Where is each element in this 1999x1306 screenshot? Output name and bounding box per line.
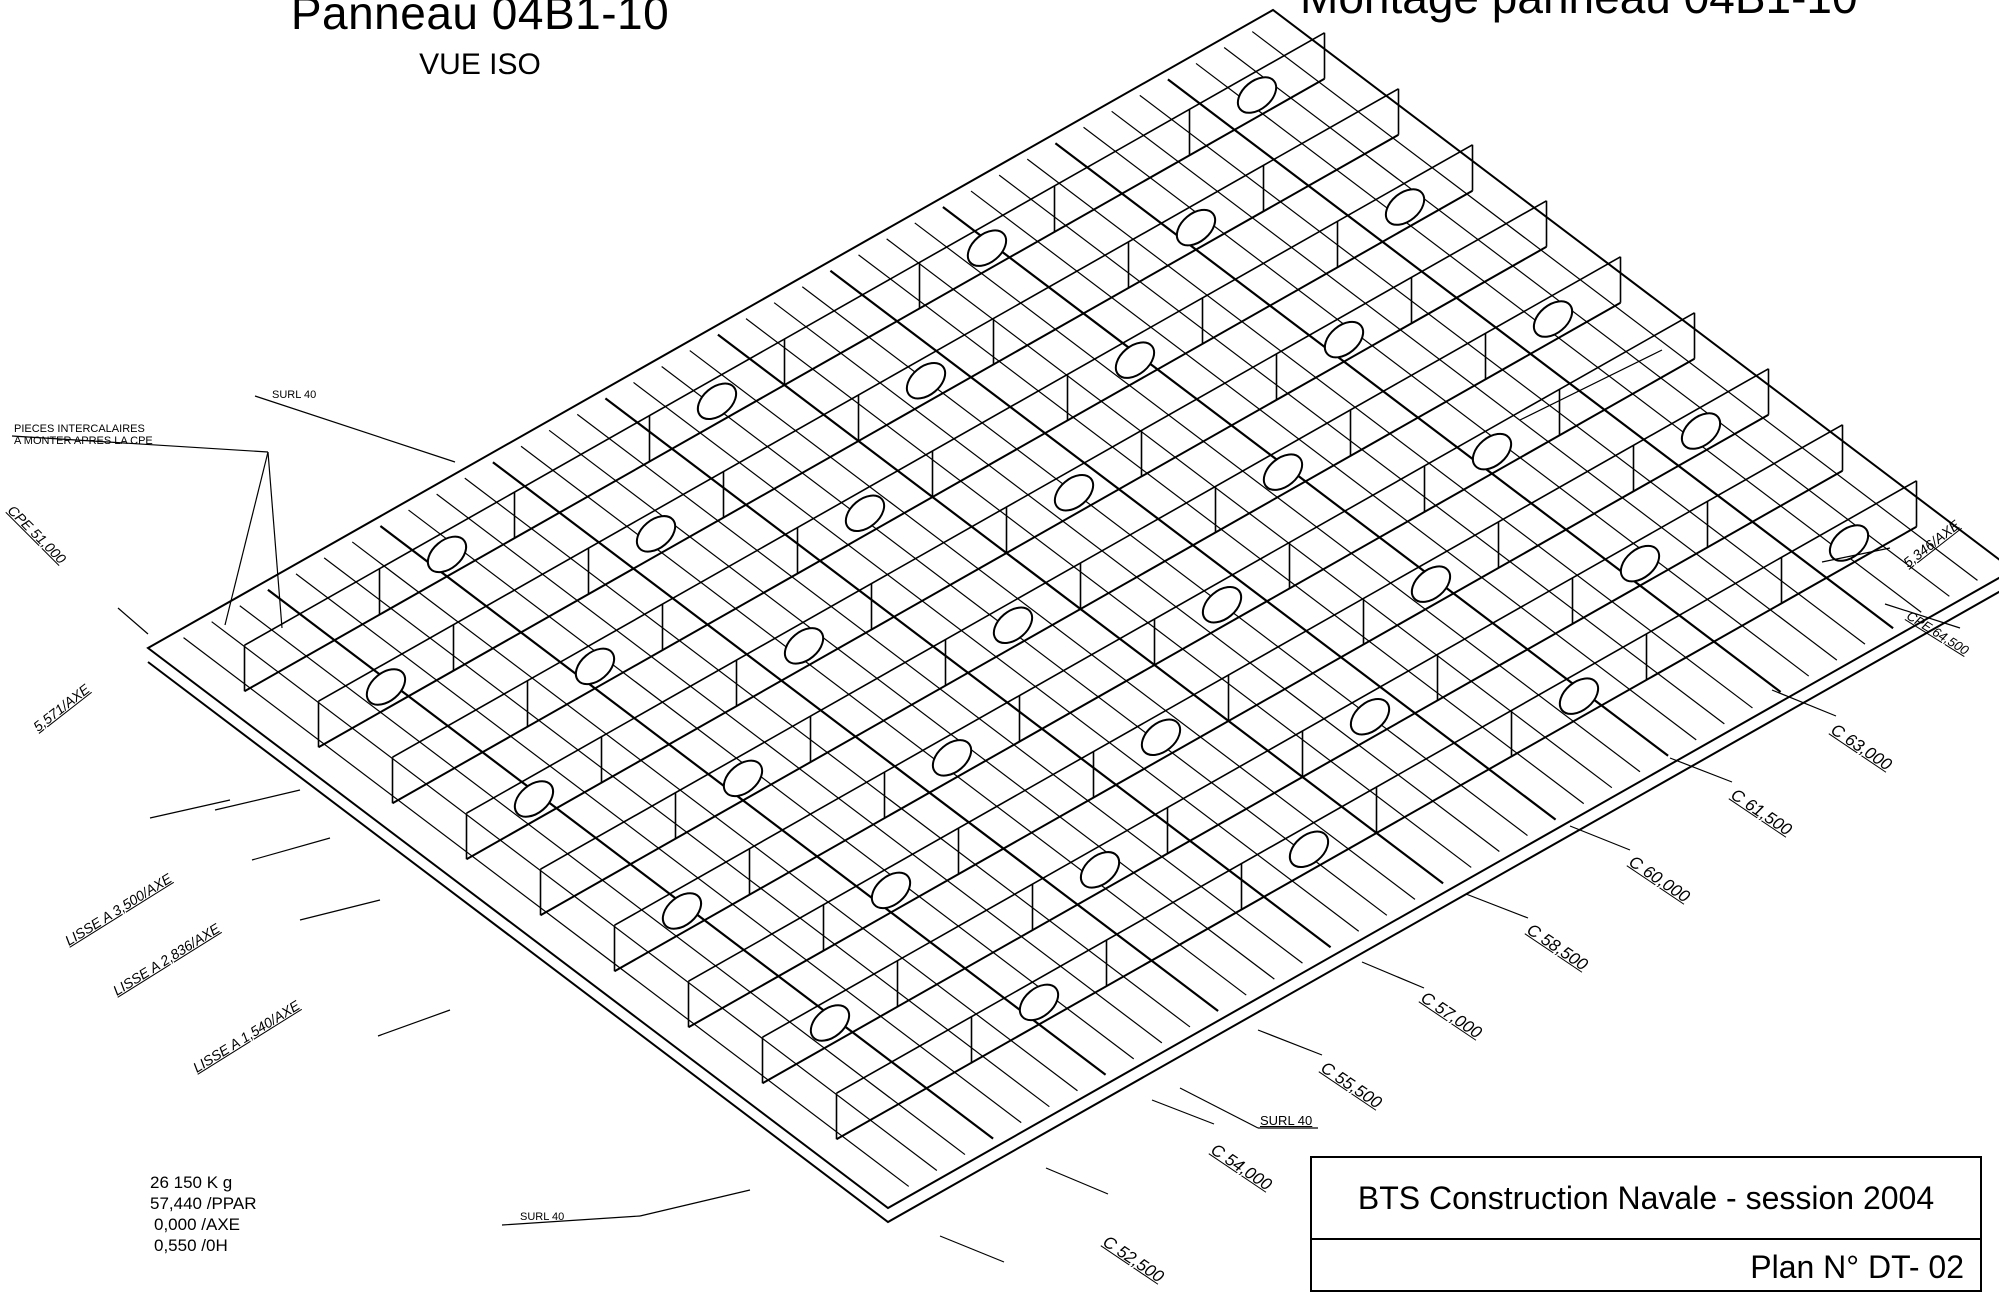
lightening-hole [722, 759, 764, 798]
lightening-hole [1053, 473, 1095, 512]
plate-edge [146, 8, 1999, 1210]
leader-line [1669, 757, 1733, 783]
weight-ppar: 57,440 /PPAR [150, 1194, 257, 1213]
leader-line [1045, 1167, 1109, 1195]
weight-oh: 0,550 /0H [154, 1236, 228, 1255]
lightening-hole [1349, 697, 1391, 736]
lightening-hole [1384, 188, 1426, 226]
leader-line [1884, 603, 1961, 629]
lightening-hole [1828, 524, 1870, 562]
lightening-hole [1410, 565, 1452, 603]
leader-line [1361, 961, 1425, 989]
leader-line [639, 1189, 751, 1217]
lightening-hole [635, 515, 677, 553]
lightening-hole [870, 871, 912, 910]
lightening-hole [844, 494, 886, 533]
leader-line [1465, 893, 1529, 919]
lightening-hole [1262, 453, 1304, 491]
lightening-hole [1323, 320, 1365, 359]
leader-line [377, 1009, 451, 1037]
lightening-hole [426, 535, 468, 574]
deck-plate-outline [146, 8, 1999, 1224]
leader-line [1179, 1087, 1259, 1129]
leader-line [224, 451, 269, 626]
title-block: BTS Construction Navale - session 2004 P… [1310, 1156, 1982, 1292]
lightening-hole [1558, 677, 1600, 715]
pieces-note-line2: A MONTER APRES LA CPE [14, 435, 153, 447]
leader-line [939, 1235, 1005, 1263]
weight-block: 26 150 K g 57,440 /PPAR 0,000 /AXE 0,550… [150, 1172, 256, 1256]
lightening-hole [365, 668, 407, 706]
lightening-holes [365, 76, 1870, 1042]
drawing-title-right: Montage panneau 04B1-10 [1300, 0, 1940, 24]
lightening-hole [1079, 851, 1121, 889]
leader-line [1257, 1029, 1323, 1056]
lightening-hole [1201, 585, 1243, 624]
leader-line [214, 789, 301, 811]
lightening-hole [1236, 76, 1278, 114]
leader-line [1569, 825, 1631, 851]
lightening-hole [1140, 718, 1182, 757]
leader-line [254, 395, 456, 463]
lightening-hole [966, 229, 1008, 267]
lightening-hole [1680, 412, 1722, 450]
transverse-frames [243, 32, 1918, 1141]
surl-top-label: SURL 40 [272, 389, 317, 401]
title-block-plan: Plan N° DT- 02 [1750, 1248, 1964, 1285]
lightening-hole [992, 606, 1034, 645]
lightening-hole [696, 382, 738, 421]
leader-line [251, 837, 331, 861]
leader-line [149, 799, 231, 819]
leader-line [1151, 1099, 1215, 1125]
pieces-note: PIECES INTERCALAIRES A MONTER APRES LA C… [14, 423, 153, 447]
leader-line [299, 899, 381, 921]
leader-line [1771, 689, 1837, 717]
leader-line [267, 451, 283, 629]
lightening-hole [1018, 983, 1060, 1022]
lightening-hole [1471, 432, 1513, 471]
leader-line [501, 1215, 641, 1226]
weight-mass: 26 150 K g [150, 1173, 233, 1192]
leader-line [117, 607, 149, 635]
plate-thickness-edge [147, 590, 1999, 1224]
leader-line [11, 435, 269, 453]
lightening-hole [1288, 830, 1330, 869]
lightening-hole [931, 739, 973, 777]
leader-line [1519, 349, 1663, 421]
lightening-hole [809, 1004, 851, 1042]
drawing-title: Panneau 04B1-10 [290, 0, 670, 39]
lightening-hole [1114, 341, 1156, 379]
lightening-hole [661, 892, 703, 930]
weight-axe: 0,000 /AXE [154, 1215, 241, 1234]
title-block-course: BTS Construction Navale - session 2004 [1312, 1158, 1980, 1240]
drawing-subtitle: VUE ISO [419, 48, 541, 81]
lightening-hole [1175, 208, 1217, 247]
lightening-hole [574, 647, 616, 686]
dimension-leaders [11, 349, 1961, 1263]
pieces-note-line1: PIECES INTERCALAIRES [14, 423, 145, 435]
lightening-hole [783, 627, 825, 665]
lightening-hole [1619, 544, 1661, 583]
surl-mid-label: SURL 40 [1260, 1113, 1313, 1128]
lightening-hole [513, 780, 555, 818]
surl-bottom-label: SURL 40 [520, 1211, 565, 1223]
lightening-hole [1532, 300, 1574, 338]
lightening-hole [905, 361, 947, 400]
leader-line [1821, 547, 1891, 563]
